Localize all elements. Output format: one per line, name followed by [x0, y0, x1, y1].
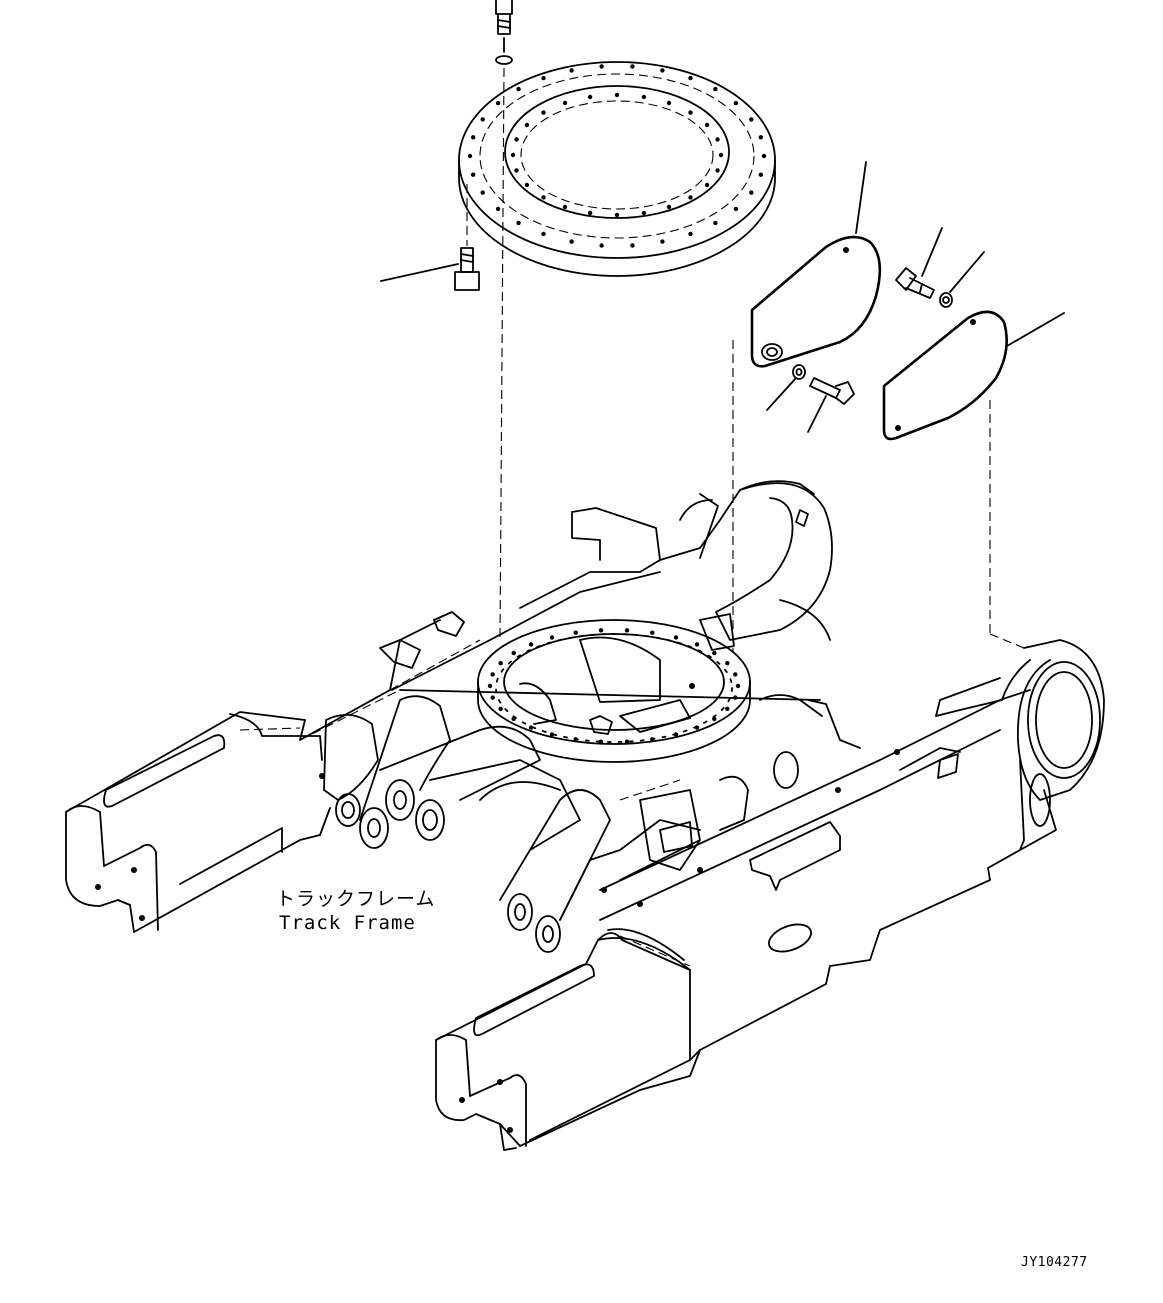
bolt-hole	[495, 206, 501, 212]
bolt-hole	[541, 110, 546, 115]
bolt-hole	[573, 630, 578, 635]
bolt-hole	[524, 122, 530, 128]
bolt-hole	[715, 137, 720, 142]
bolt-hole	[694, 725, 700, 730]
bolt-hole	[704, 182, 710, 188]
bolt-hole	[573, 737, 578, 742]
bolt-hole	[524, 182, 530, 188]
bolt-hole	[688, 195, 693, 200]
bolt-hole	[510, 152, 516, 158]
bolt-hole	[650, 630, 655, 635]
bolt-hole	[614, 212, 620, 218]
bolt-hole	[467, 153, 473, 159]
bolt-hole	[495, 100, 501, 106]
bolt-hole	[641, 94, 647, 100]
bolt-hole	[688, 231, 693, 237]
bolt-hole	[673, 732, 679, 737]
bolt-hole	[733, 672, 738, 677]
bolt-hole	[758, 135, 763, 140]
bolt-hole	[528, 642, 534, 647]
bolt-hole	[598, 739, 604, 744]
bolt-hole	[713, 220, 718, 226]
bearing-bolt	[380, 184, 480, 291]
bolt-hole	[549, 732, 555, 737]
bolt-hole	[735, 683, 741, 689]
bolt-hole	[660, 239, 665, 244]
bolt-hole	[480, 190, 485, 195]
bolt-hole	[587, 210, 593, 216]
bolt-hole	[516, 86, 521, 92]
bolt-hole	[498, 661, 503, 666]
top-bolt	[495, 0, 513, 65]
component-label-english: Track Frame	[279, 912, 416, 934]
bolt-hole	[614, 92, 620, 98]
bolt-hole	[490, 672, 495, 677]
bolt-hole	[712, 650, 717, 656]
bolt-hole	[487, 683, 493, 689]
bolt-hole	[725, 706, 730, 711]
bolt-hole	[514, 168, 519, 173]
cover-plate-right	[882, 310, 1065, 649]
bolt-hole	[704, 122, 710, 128]
bolt-hole	[514, 137, 519, 142]
bolt-hole	[688, 110, 693, 115]
bolt-hole	[749, 117, 754, 122]
plate-bolt-lower	[766, 364, 855, 433]
bolt-hole	[516, 220, 521, 226]
bolt-hole	[733, 695, 738, 700]
bolt-hole	[541, 195, 546, 200]
bolt-hole	[511, 716, 516, 722]
bolt-hole	[569, 239, 574, 244]
bolt-hole	[549, 635, 555, 640]
bolt-hole	[758, 172, 763, 177]
bolt-hole	[712, 716, 717, 722]
bolt-hole	[624, 739, 630, 744]
bolt-hole	[528, 725, 534, 730]
bolt-hole	[599, 64, 604, 69]
bolt-hole	[541, 75, 546, 81]
bolt-hole	[749, 190, 754, 195]
bolt-hole	[498, 706, 503, 711]
bolt-hole	[718, 152, 724, 158]
bolt-hole	[733, 100, 739, 106]
bolt-hole	[733, 206, 739, 212]
bolt-hole	[630, 243, 635, 248]
bolt-hole	[725, 661, 730, 666]
bolt-alignment-line	[499, 67, 505, 641]
bolt-hole	[650, 737, 655, 742]
bolt-hole	[624, 628, 630, 633]
bolt-hole	[587, 94, 593, 100]
bolt-hole	[471, 172, 476, 177]
bolt-hole	[660, 68, 665, 73]
swing-circle	[458, 61, 776, 277]
plate-bolt-upper	[895, 227, 985, 308]
bolt-hole	[688, 75, 693, 81]
bolt-hole	[673, 635, 679, 640]
bolt-hole	[490, 695, 495, 700]
bolt-hole	[471, 135, 476, 140]
track-frame	[65, 480, 1105, 1151]
bolt-hole	[694, 642, 700, 647]
drawing-number: JY104277	[1021, 1255, 1088, 1270]
bolt-hole	[666, 204, 672, 210]
bolt-hole	[562, 204, 568, 210]
bolt-hole	[715, 168, 720, 173]
bolt-hole	[569, 68, 574, 73]
component-label-japanese: トラックフレーム	[276, 888, 436, 910]
bolt-hole	[541, 231, 546, 237]
bolt-hole	[511, 650, 516, 656]
bolt-hole	[480, 117, 485, 122]
bolt-hole	[562, 100, 568, 106]
bolt-hole	[598, 628, 604, 633]
bolt-hole	[713, 86, 718, 92]
bolt-hole	[666, 100, 672, 106]
bolt-hole	[599, 243, 604, 248]
cover-plate-left	[732, 161, 882, 652]
bolt-hole	[641, 210, 647, 216]
bolt-hole	[761, 153, 767, 159]
bolt-hole	[630, 64, 635, 69]
